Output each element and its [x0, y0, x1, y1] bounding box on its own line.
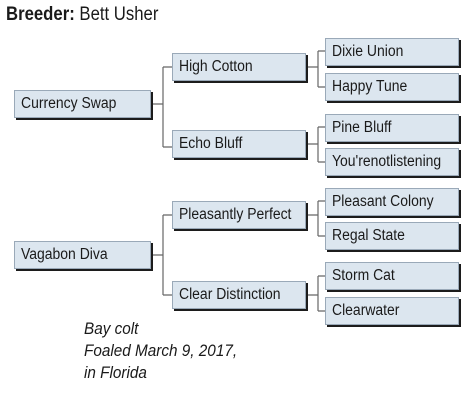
sire-dam-sire-box: Pine Bluff: [325, 114, 459, 142]
sire-dam-box: Echo Bluff: [172, 130, 306, 158]
dam-name: Vagabon Diva: [21, 246, 108, 263]
sire-box: Currency Swap: [14, 90, 151, 118]
dam-dam-box: Clear Distinction: [172, 281, 306, 309]
sire-dam-dam-box: You'renotlistening: [325, 148, 459, 176]
sire-name: Currency Swap: [21, 95, 117, 112]
sire-dam-name: Echo Bluff: [179, 135, 243, 152]
sire-sire-name: High Cotton: [179, 58, 253, 75]
dam-dam-dam-name: Clearwater: [332, 302, 400, 319]
foal-info: Bay colt Foaled March 9, 2017, in Florid…: [84, 318, 254, 384]
dam-box: Vagabon Diva: [14, 241, 151, 269]
sire-sire-dam-box: Happy Tune: [325, 73, 459, 101]
dam-dam-dam-box: Clearwater: [325, 297, 459, 325]
dam-dam-name: Clear Distinction: [179, 286, 281, 303]
dam-dam-sire-name: Storm Cat: [332, 267, 395, 284]
foal-date: Foaled March 9, 2017,: [84, 341, 238, 360]
dam-sire-sire-box: Pleasant Colony: [325, 188, 459, 216]
sire-sire-sire-name: Dixie Union: [332, 43, 404, 60]
dam-sire-sire-name: Pleasant Colony: [332, 193, 434, 210]
sire-dam-dam-name: You'renotlistening: [332, 153, 442, 170]
dam-dam-sire-box: Storm Cat: [325, 262, 459, 290]
foal-location: in Florida: [84, 363, 147, 382]
breeder-label: Breeder:: [6, 4, 75, 25]
foal-description: Bay colt: [84, 319, 139, 338]
sire-sire-box: High Cotton: [172, 53, 306, 81]
dam-sire-dam-box: Regal State: [325, 222, 459, 250]
sire-sire-dam-name: Happy Tune: [332, 78, 408, 95]
dam-sire-name: Pleasantly Perfect: [179, 206, 292, 223]
dam-sire-dam-name: Regal State: [332, 227, 405, 244]
sire-dam-sire-name: Pine Bluff: [332, 119, 392, 136]
dam-sire-box: Pleasantly Perfect: [172, 201, 306, 229]
breeder-name: Bett Usher: [79, 4, 159, 25]
sire-sire-sire-box: Dixie Union: [325, 38, 459, 66]
breeder-heading: Breeder: Bett Usher: [6, 4, 158, 26]
